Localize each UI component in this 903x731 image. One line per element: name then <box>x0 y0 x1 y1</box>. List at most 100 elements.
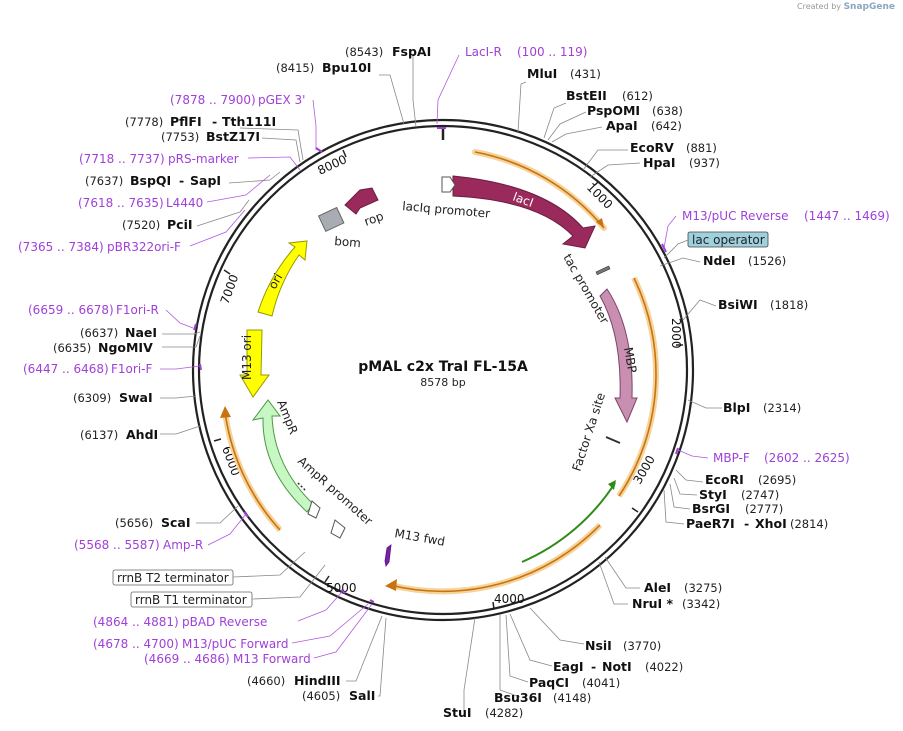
m13-fwd-label: M13 fwd <box>393 526 446 549</box>
factor-xa-mark <box>605 436 621 444</box>
site-name-pcii[interactable]: PciI <box>167 217 193 232</box>
site-name-ngomiv[interactable]: NgoMIV <box>98 340 153 355</box>
orf-mbp <box>618 277 657 497</box>
site-name-alei[interactable]: AleI <box>644 580 671 595</box>
tick-label-8000: 8000 <box>315 152 349 178</box>
site-name-stui[interactable]: StuI <box>443 705 472 720</box>
rop-feature[interactable] <box>344 187 379 215</box>
ampr-promoter-arrow2[interactable] <box>330 519 346 539</box>
site-name-apai[interactable]: ApaI <box>606 118 638 133</box>
laci-feature[interactable] <box>452 175 596 249</box>
site-pos-bstz17i: (7753) <box>161 130 199 144</box>
orf-trai <box>389 524 601 593</box>
rrnb-t1-label: rrnB T1 terminator <box>135 593 247 607</box>
site-name-hpai[interactable]: HpaI <box>643 155 676 170</box>
primer-name-f1ori-r[interactable]: F1ori-R <box>116 303 159 317</box>
tick-label-4000: 4000 <box>494 592 525 606</box>
site-name-fspai[interactable]: FspAI <box>392 44 431 59</box>
primer-name-amp-r[interactable]: Amp-R <box>163 538 203 552</box>
site-name-bsrgi[interactable]: BsrGI <box>692 501 730 516</box>
site-name-ndei[interactable]: NdeI <box>703 253 736 268</box>
primer-name-pbr322ori-f[interactable]: pBR322ori-F <box>107 240 181 254</box>
lac-operator-label: lac operator <box>692 233 765 247</box>
rrnb-t2-leader <box>232 551 306 578</box>
site-name-bstz17i[interactable]: BstZ17I <box>206 129 260 144</box>
site-name-nrui[interactable]: NruI * <box>632 596 674 611</box>
lac-operator-box[interactable] <box>687 231 769 248</box>
site-name-eagi[interactable]: EagI <box>553 659 584 674</box>
site-pos-sali: (4605) <box>302 689 340 703</box>
primer-name-prs-marker[interactable]: pRS-marker <box>168 152 239 166</box>
site-name-pspomi[interactable]: PspOMI <box>587 103 640 118</box>
site-pos-apai: (642) <box>651 119 682 133</box>
laci-label: lacI <box>511 190 535 210</box>
orf-trai-arrowhead <box>385 579 397 591</box>
ampr-feature[interactable] <box>251 399 314 513</box>
site-pos-bsu36i: (4148) <box>553 691 591 705</box>
site-name-nsii[interactable]: NsiI <box>585 638 612 653</box>
site-name-ecori[interactable]: EcoRI <box>705 472 744 487</box>
site-pos-paqci: (4041) <box>582 676 620 690</box>
bom-feature[interactable] <box>317 206 345 233</box>
site-name-sali[interactable]: SalI <box>349 688 375 703</box>
primer-name-m13-fwd[interactable]: M13 Forward <box>233 652 311 666</box>
ampr-promoter-arrow[interactable] <box>307 500 321 519</box>
site-name-bspqi[interactable]: BspQI <box>130 173 171 188</box>
primer-name-f1ori-f[interactable]: F1ori-F <box>111 362 152 376</box>
plasmid-name: pMAL c2x TraI FL-15A <box>358 359 528 375</box>
ticks <box>213 149 683 610</box>
orf-laci-arrowhead <box>596 218 604 228</box>
tick-label-7000: 7000 <box>218 273 242 306</box>
primer-name-pbad-rev[interactable]: pBAD Reverse <box>182 615 267 629</box>
site-name-mlui[interactable]: MluI <box>527 66 557 81</box>
site-name-bsu36i[interactable]: Bsu36I <box>494 690 542 705</box>
site-pos-hpai: (937) <box>689 156 720 170</box>
primer-name-laci-r[interactable]: LacI-R <box>465 45 502 59</box>
site-name-tth111i[interactable]: Tth111I <box>222 114 276 129</box>
site-name-hindiii[interactable]: HindIII <box>294 673 341 688</box>
backbone-outer <box>191 118 695 622</box>
site-name-sapi[interactable]: SapI <box>190 173 221 188</box>
ori-feature[interactable] <box>257 240 308 317</box>
primer-name-pgex3[interactable]: pGEX 3' <box>258 93 305 107</box>
primer-name-mbp-f[interactable]: MBP-F <box>713 451 750 465</box>
site-name-noti[interactable]: NotI <box>602 659 632 674</box>
primer-name-l4440[interactable]: L4440 <box>166 196 203 210</box>
site-name-pflfi[interactable]: PflFI <box>170 114 202 129</box>
primer-name-m13puc-rev[interactable]: M13/pUC Reverse <box>682 209 789 223</box>
site-pos-ecorv: (881) <box>686 141 717 155</box>
site-name-blpi[interactable]: BlpI <box>723 400 750 415</box>
site-pos-bsrgi: (2777) <box>745 502 783 516</box>
site-name-paqci[interactable]: PaqCI <box>529 675 569 690</box>
site-name-ecorv[interactable]: EcoRV <box>630 140 674 155</box>
site-name-styi[interactable]: StyI <box>699 487 727 502</box>
ampr-label: AmpR <box>274 398 300 436</box>
site-pos-blpi: (2314) <box>763 401 801 415</box>
primer-name-m13puc-fwd[interactable]: M13/pUC Forward <box>182 637 289 651</box>
site-name-xhoi[interactable]: XhoI <box>755 516 787 531</box>
lac-operator-leader <box>663 239 689 259</box>
site-name-bsteii[interactable]: BstEII <box>566 88 607 103</box>
site-name-ahdi[interactable]: AhdI <box>126 427 158 442</box>
site-name-bsiwi[interactable]: BsiWI <box>718 297 758 312</box>
site-pos-scai: (5656) <box>115 516 153 530</box>
tac-promoter-arrow[interactable] <box>595 265 611 276</box>
orf-green <box>521 482 616 563</box>
laciq-promoter-arrow[interactable] <box>441 176 456 193</box>
mbp-feature[interactable] <box>599 288 638 424</box>
site-pos-ecori: (2695) <box>758 473 796 487</box>
site-name-bpu10i[interactable]: Bpu10I <box>322 60 371 75</box>
site-name-paer7i[interactable]: PaeR7I <box>686 516 735 531</box>
rrnb-t2-box[interactable] <box>112 569 234 586</box>
site-name-swai[interactable]: SwaI <box>119 390 153 405</box>
rrnb-t1-leader <box>251 564 326 600</box>
m13-fwd-arrow[interactable] <box>384 544 392 567</box>
site-name-scai[interactable]: ScaI <box>161 515 191 530</box>
site-name-naei[interactable]: NaeI <box>125 325 157 340</box>
rrnb-t1-box[interactable] <box>130 591 253 608</box>
site-pos-hindiii: (4660) <box>247 674 285 688</box>
m13-ori-feature[interactable] <box>239 329 270 398</box>
site-pos-eagi: (4022) <box>645 660 683 674</box>
orf-ampr-arrowhead <box>220 406 231 418</box>
